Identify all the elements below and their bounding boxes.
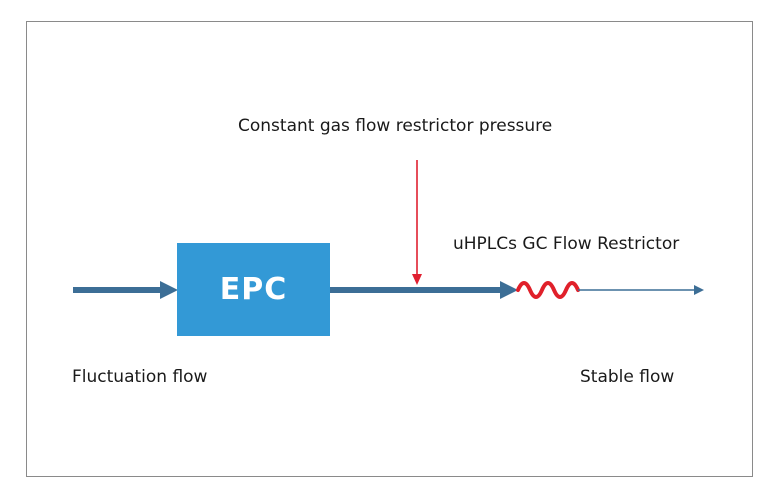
input-flow-label: Fluctuation flow — [72, 367, 208, 387]
restrictor-coil — [516, 281, 580, 299]
output-flow-arrow — [578, 285, 704, 295]
diagram-frame — [26, 21, 753, 477]
epc-box — [177, 243, 330, 336]
output-flow-label: Stable flow — [580, 367, 675, 387]
epc-label: EPC — [219, 272, 288, 307]
pressure-arrow — [412, 160, 422, 285]
middle-flow-arrow — [330, 281, 518, 299]
pressure-label: Constant gas flow restrictor pressure — [238, 116, 553, 136]
restrictor-label: uHPLCs GC Flow Restrictor — [453, 234, 680, 254]
input-flow-arrow — [73, 281, 178, 299]
